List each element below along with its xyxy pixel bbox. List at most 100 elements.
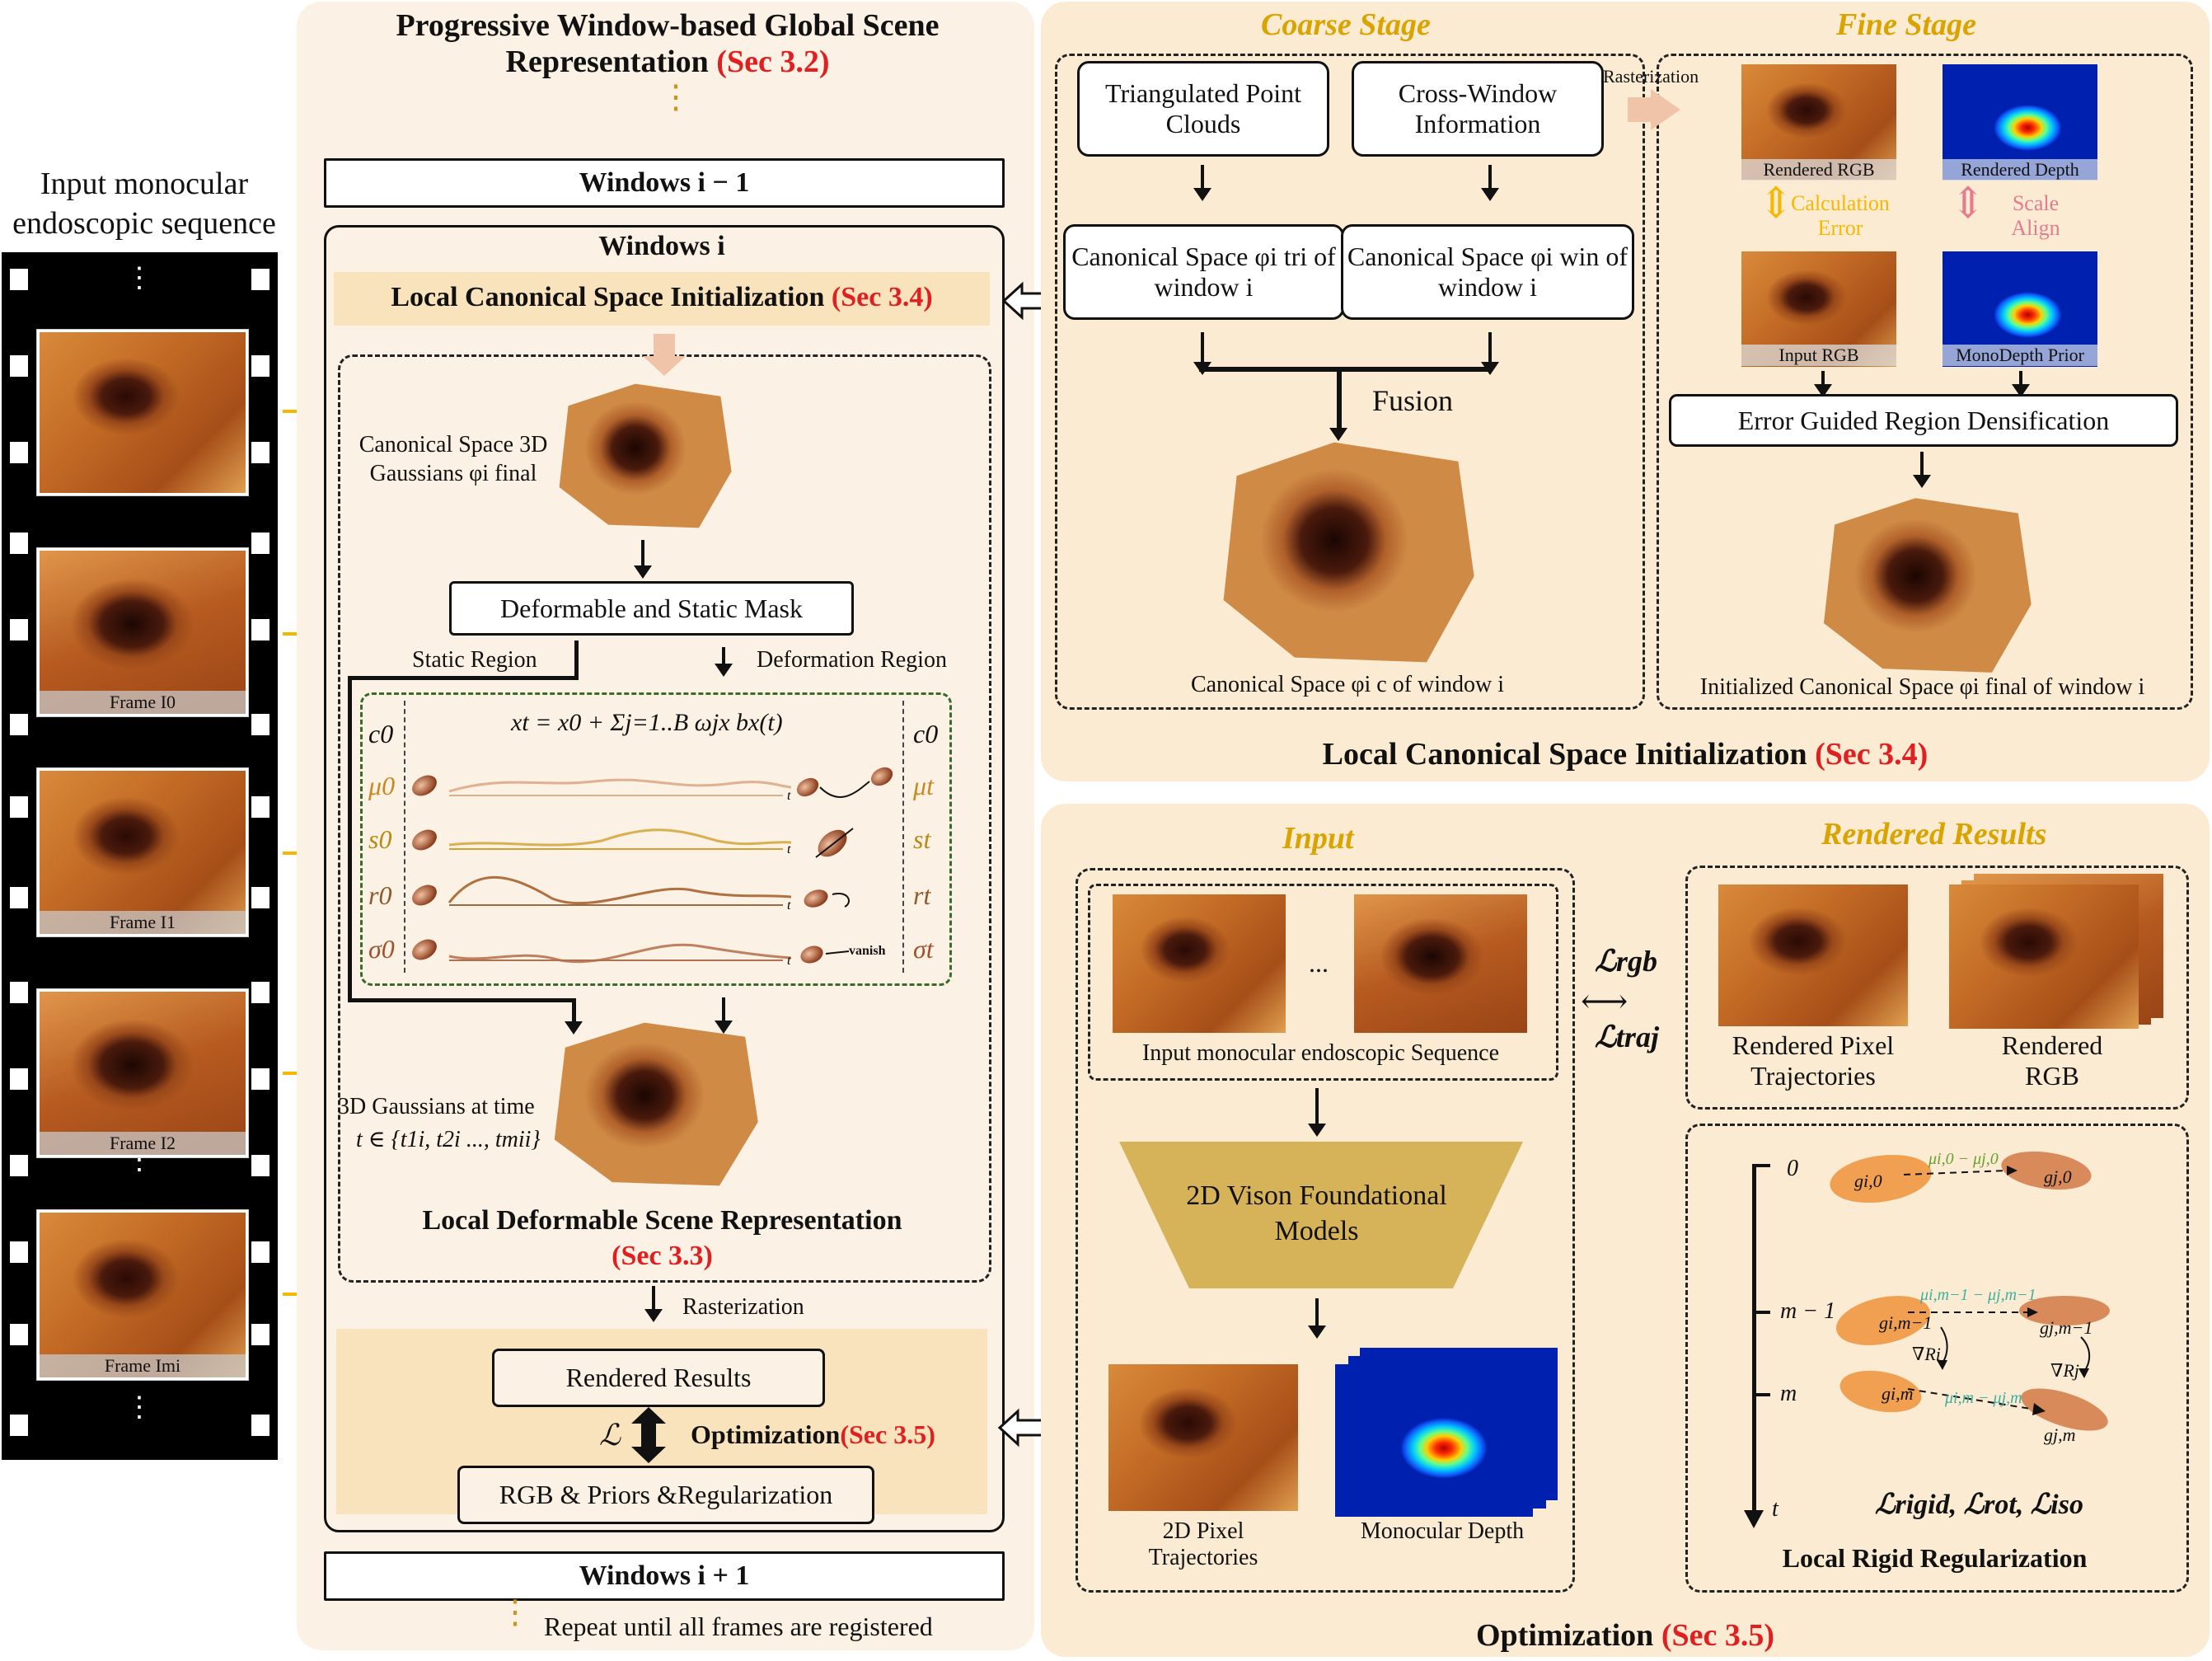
- rendered-results-box: Rendered Results: [492, 1349, 825, 1407]
- rendered-rgb-result-label: Rendered RGB: [2001, 1030, 2103, 1091]
- gaussians-time-label: 3D Gaussians at time: [338, 1094, 535, 1119]
- coarse-rasterization-label: Rasterization: [1603, 66, 1699, 87]
- local-init-bar: [334, 272, 990, 326]
- coarse-stage-title: Coarse Stage: [1261, 7, 1431, 42]
- repeat-label: Repeat until all frames are registered: [544, 1612, 933, 1641]
- fine-stage-box: [1657, 54, 2193, 710]
- canon-win-box: Canonical Space φi win of window i: [1341, 224, 1634, 320]
- svg-text:t: t: [787, 842, 791, 856]
- foundation-trapezoid: [1119, 1142, 1523, 1288]
- gaussians-time-image: [554, 1022, 758, 1186]
- rigid-gaussians: [1830, 1151, 2110, 1431]
- traj-image: [1108, 1364, 1298, 1511]
- frame-label: Frame I2: [40, 1132, 246, 1155]
- svg-text:t: t: [787, 954, 791, 968]
- optimization-label: Optimization(Sec 3.5): [691, 1419, 935, 1449]
- frame-image: Frame I0: [37, 548, 248, 716]
- tri-points-box: Triangulated Point Clouds: [1077, 61, 1329, 157]
- param-rt: rt: [913, 880, 931, 910]
- frame-label: Frame Imi: [40, 1354, 246, 1377]
- bidirectional-arrow: [631, 1407, 666, 1463]
- deform-region-label: Deformation Region: [757, 647, 947, 673]
- rendered-box: [1685, 866, 2189, 1110]
- param-ct: c0: [913, 719, 939, 748]
- deform-mask-box: Deformable and Static Mask: [449, 581, 854, 636]
- frame-image: Frame I2: [37, 989, 248, 1157]
- grad-rj: ∇Rj: [2050, 1360, 2079, 1381]
- next-window-box: Windows i + 1: [324, 1551, 1005, 1601]
- frame-label: Frame I0: [40, 691, 246, 714]
- rendered-rgb-label: Rendered RGB: [1741, 159, 1896, 181]
- svg-text:t: t: [787, 899, 791, 913]
- static-region-label: Static Region: [412, 647, 537, 673]
- canon-tri-box: Canonical Space φi tri of window i: [1063, 224, 1344, 320]
- depth-label: Monocular Depth: [1360, 1518, 1525, 1544]
- fusion-label: Fusion: [1372, 384, 1454, 417]
- rigid-title: Local Rigid Regularization: [1782, 1543, 2088, 1573]
- densify-box: Error Guided Region Densification: [1669, 394, 2178, 447]
- canon-c-label: Canonical Space φi c of window i: [1190, 672, 1505, 697]
- input-seq-box: [1088, 884, 1558, 1081]
- prev-window-box: Windows i − 1: [324, 158, 1005, 208]
- mu-0: μi,0 − μj,0: [1928, 1150, 1999, 1168]
- g-im: gi,m: [1882, 1383, 1914, 1404]
- local-deform-title: Local Deformable Scene Representation: [422, 1205, 902, 1236]
- param-mut: μt: [913, 771, 934, 800]
- fine-stage-title: Fine Stage: [1836, 7, 1976, 42]
- frame-label: Frame I1: [40, 911, 246, 934]
- deformation-field-box: [360, 692, 952, 986]
- rigid-box: [1685, 1124, 2189, 1593]
- depth-image: [1335, 1364, 1533, 1517]
- deformation-equation: xt = x0 + Σj=1..B ωjx bx(t): [511, 709, 783, 736]
- input-seq-image: [1113, 894, 1286, 1033]
- g-j0: gj,0: [2044, 1166, 2072, 1187]
- foundation-label: 2D Vison Foundational Models: [1186, 1180, 1447, 1246]
- canon-c-image: [1223, 442, 1474, 663]
- calc-error-label: Calculation Error: [1791, 191, 1890, 240]
- param-mu0: μ0: [368, 771, 396, 800]
- frame-image: Frame Imi: [37, 1210, 248, 1380]
- axis-t: t: [1772, 1496, 1779, 1522]
- local-init-title: Local Canonical Space Initialization (Se…: [391, 282, 933, 312]
- scale-align-arrow: ⇕: [1950, 181, 1986, 228]
- input-seq-ellipsis: ...: [1309, 948, 1329, 978]
- input-box: [1076, 868, 1575, 1593]
- traj-label: 2D Pixel Trajectories: [1148, 1518, 1258, 1571]
- canonical-3d-label: Canonical Space 3D Gaussians φi final: [359, 432, 548, 486]
- g-i0: gi,0: [1854, 1171, 1882, 1191]
- mu-m: μi,m − μj,m: [1945, 1389, 2022, 1407]
- param-st: st: [913, 824, 931, 854]
- axis-0: 0: [1787, 1156, 1798, 1181]
- window-i-box: [324, 225, 1005, 1532]
- frame-image: Frame I1: [37, 768, 248, 936]
- priors-box: RGB & Priors &Regularization: [457, 1466, 874, 1524]
- input-seq-image: [1354, 894, 1527, 1033]
- axis-m-1: m − 1: [1780, 1298, 1836, 1324]
- g-im1: gi,m−1: [1879, 1312, 1933, 1333]
- init-canon-image: [1823, 498, 2032, 673]
- param-sigma0: σ0: [368, 934, 395, 964]
- input-label: Input monocular endoscopic sequence: [12, 167, 276, 241]
- rendered-rgb-result: [1949, 884, 2139, 1029]
- rendered-traj-image: [1718, 884, 1908, 1026]
- loss-symbol: ℒ: [599, 1419, 621, 1452]
- init-canon-label: Initialized Canonical Space φi final of …: [1699, 674, 2145, 700]
- init-footer: Local Canonical Space Initialization (Se…: [1322, 737, 1928, 772]
- g-jm: gj,m: [2044, 1424, 2076, 1445]
- loss-rgb: ℒrgb: [1595, 945, 1657, 978]
- g-jm1: gj,m−1: [2040, 1317, 2093, 1338]
- loss-traj: ℒtraj: [1595, 1021, 1659, 1053]
- grad-ri: ∇Ri: [1912, 1344, 1941, 1364]
- svg-text:t: t: [787, 789, 791, 803]
- rendered-depth-label: Rendered Depth: [1943, 159, 2097, 181]
- rendered-traj-label: Rendered Pixel Trajectories: [1732, 1030, 1895, 1091]
- calc-error-arrow: ⇕: [1758, 181, 1794, 228]
- rasterization-label: Rasterization: [682, 1294, 804, 1320]
- gaussians-time-set: t ∈ {t1i, t2i ..., tmii}: [356, 1127, 541, 1152]
- vanish-label: vanish: [849, 944, 886, 958]
- progressive-title: Progressive Window-based Global Scene Re…: [396, 8, 940, 79]
- optimization-footer: Optimization (Sec 3.5): [1475, 1618, 1774, 1653]
- scale-align-label: Scale Align: [2011, 191, 2060, 240]
- rigid-losses: ℒrigid, ℒrot, ℒiso: [1875, 1490, 2083, 1520]
- input-seq-label: Input monocular endoscopic Sequence: [1141, 1040, 1500, 1066]
